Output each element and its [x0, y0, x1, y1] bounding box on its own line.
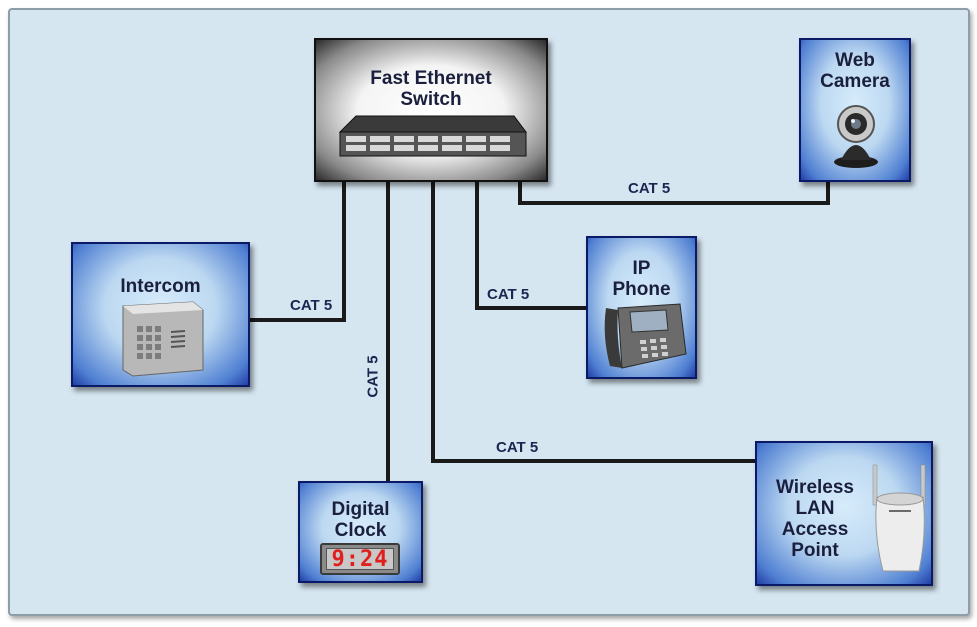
- intercom-node[interactable]: Intercom: [71, 242, 250, 387]
- cable-webcam-vertical-left: [518, 180, 522, 205]
- ip-phone-node[interactable]: IP Phone: [586, 236, 697, 379]
- cable-label-webcam: CAT 5: [628, 180, 671, 197]
- ip-phone-title: IP Phone: [612, 258, 671, 300]
- cable-label-phone: CAT 5: [487, 286, 530, 303]
- cable-access-point-horizontal: [431, 459, 757, 463]
- cable-label-access-point: CAT 5: [496, 439, 539, 456]
- cable-webcam-horizontal: [518, 201, 830, 205]
- cable-clock-vertical: [386, 180, 390, 482]
- wireless-access-point-title: Wireless LAN Access Point: [776, 477, 854, 561]
- digital-clock-node[interactable]: Digital Clock 9:24: [298, 481, 423, 583]
- clock-display-panel: 9:24: [326, 547, 394, 572]
- cable-intercom-vertical: [342, 180, 346, 322]
- digital-clock-title: Digital Clock: [331, 499, 390, 541]
- cable-label-clock: CAT 5: [364, 355, 382, 398]
- web-camera-node[interactable]: Web Camera: [799, 38, 911, 182]
- cable-access-point-vertical: [431, 180, 435, 463]
- cable-phone-horizontal: [475, 306, 588, 310]
- cable-intercom-horizontal: [248, 318, 346, 322]
- switch-title: Fast Ethernet Switch: [370, 68, 492, 110]
- access-point-icon: [872, 464, 926, 572]
- ip-phone-icon: [604, 303, 687, 369]
- web-camera-title: Web Camera: [820, 50, 890, 92]
- clock-time-readout: 9:24: [331, 547, 389, 572]
- wireless-access-point-node[interactable]: Wireless LAN Access Point: [755, 441, 933, 586]
- cable-phone-vertical: [475, 180, 479, 310]
- clock-display-icon: 9:24: [320, 543, 400, 575]
- intercom-keypad-icon: [122, 301, 204, 377]
- cable-label-intercom: CAT 5: [290, 297, 333, 314]
- intercom-title: Intercom: [120, 276, 201, 297]
- webcam-icon: [834, 105, 878, 168]
- network-switch-icon: [338, 115, 527, 157]
- switch-node[interactable]: Fast Ethernet Switch: [314, 38, 548, 182]
- cable-webcam-vertical-right: [826, 180, 830, 205]
